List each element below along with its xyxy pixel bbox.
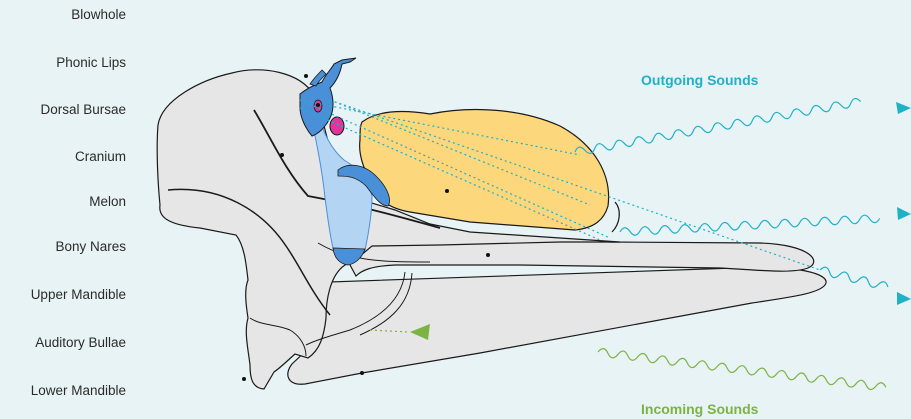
outgoing-wave-middle [620, 214, 880, 236]
outgoing-wave-top [574, 98, 861, 156]
outgoing-arrow-middle [897, 207, 911, 220]
blowhole-structure [300, 58, 356, 136]
lower-mandible-shape [288, 267, 826, 384]
incoming-wave [598, 348, 887, 391]
melon-end-arc [612, 202, 619, 232]
outgoing-arrow-top [896, 102, 911, 114]
outgoing-wave-bottom [819, 266, 889, 291]
outgoing-arrow-bottom [897, 292, 911, 305]
